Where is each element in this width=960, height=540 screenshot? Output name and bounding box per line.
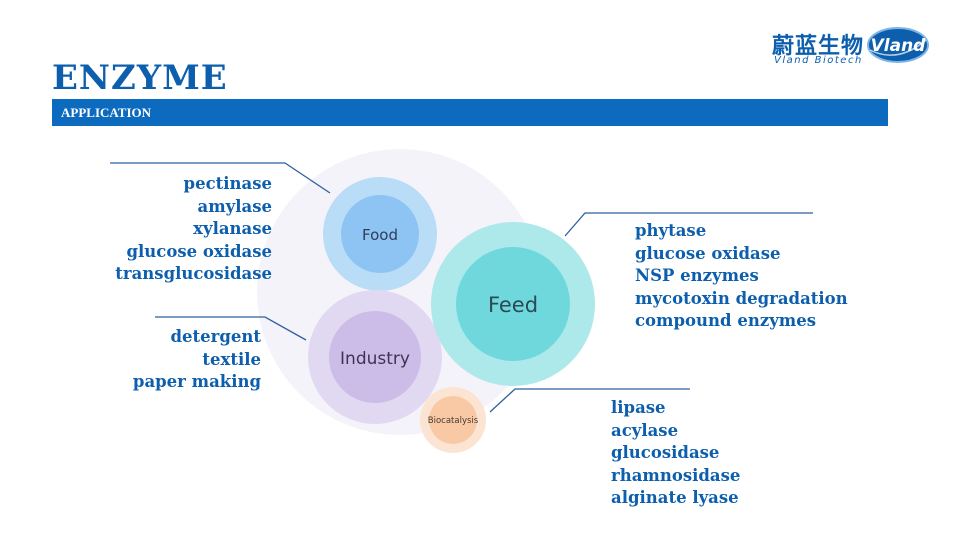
logo-chinese-text: 蔚蓝生物 bbox=[772, 34, 865, 59]
list-item: transglucosidase bbox=[115, 264, 272, 283]
list-item: alginate lyase bbox=[611, 488, 739, 507]
subtitle-band: APPLICATION bbox=[52, 99, 888, 126]
biocatalysis-connector bbox=[489, 388, 690, 413]
list-item: glucosidase bbox=[611, 443, 720, 462]
biocatalysis-enzyme-list: lipase acylase glucosidase rhamnosidase … bbox=[611, 397, 740, 510]
list-item: textile bbox=[202, 349, 261, 369]
list-item: amylase bbox=[197, 196, 272, 216]
page-title: ENZYME bbox=[52, 58, 228, 98]
list-item: lipase bbox=[611, 398, 666, 417]
list-item: phytase bbox=[635, 221, 707, 240]
logo-badge-text: Vland bbox=[871, 36, 927, 56]
biocatalysis-bubble-inner bbox=[429, 396, 477, 444]
subtitle-label: APPLICATION bbox=[61, 105, 152, 120]
feed-connector bbox=[564, 212, 813, 237]
food-bubble-inner bbox=[341, 195, 419, 273]
food-label: Food bbox=[362, 226, 398, 244]
feed-bubble-inner bbox=[456, 247, 570, 361]
list-item: glucose oxidase bbox=[635, 243, 781, 263]
list-item: xylanase bbox=[193, 219, 272, 238]
list-item: compound enzymes bbox=[635, 311, 817, 330]
logo-english-text: Vland Biotech bbox=[774, 55, 863, 66]
food-enzyme-list: pectinase amylase xylanase glucose oxida… bbox=[115, 173, 272, 286]
list-item: NSP enzymes bbox=[635, 266, 759, 285]
industry-label: Industry bbox=[340, 349, 410, 369]
biocatalysis-label: Biocatalysis bbox=[428, 416, 479, 426]
feed-enzyme-list: phytase glucose oxidase NSP enzymes myco… bbox=[635, 220, 848, 333]
industry-connector bbox=[155, 316, 307, 341]
feed-label: Feed bbox=[488, 293, 538, 317]
list-item: rhamnosidase bbox=[611, 465, 741, 485]
industry-application-list: detergent textile paper making bbox=[133, 326, 261, 394]
logo-badge-icon: Vland bbox=[867, 27, 929, 63]
list-item: pectinase bbox=[183, 174, 272, 193]
list-item: mycotoxin degradation bbox=[635, 288, 848, 308]
food-connector bbox=[110, 162, 331, 194]
industry-bubble-inner bbox=[329, 311, 421, 403]
company-logo: 蔚蓝生物 Vland Biotech Vland bbox=[772, 27, 932, 68]
list-item: paper making bbox=[132, 372, 261, 391]
list-item: detergent bbox=[170, 327, 261, 346]
list-item: acylase bbox=[611, 420, 679, 440]
list-item: glucose oxidase bbox=[126, 241, 272, 261]
